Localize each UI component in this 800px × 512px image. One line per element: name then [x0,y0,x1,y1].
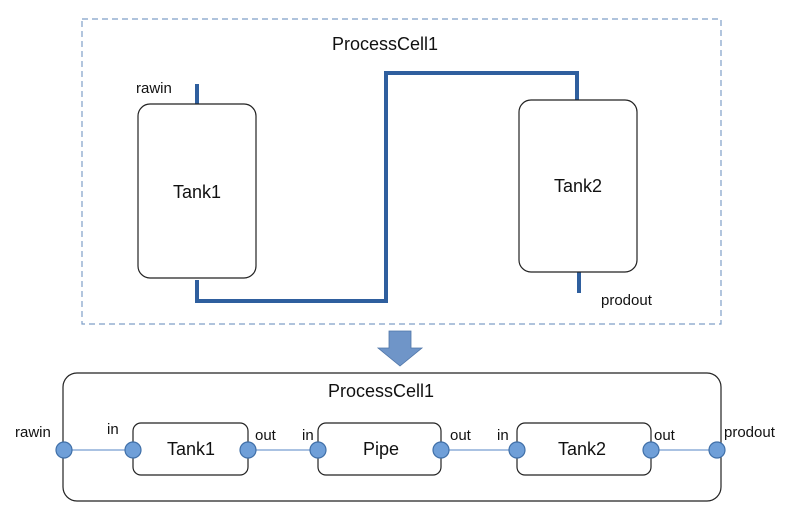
tank1-out-label: out [255,427,277,444]
pipe-out-label: out [450,427,472,444]
tank1-in-label: in [107,421,119,438]
tank2-in-port [508,441,526,459]
tank2-label: Tank2 [554,176,602,196]
pipe-in-label: in [302,427,314,444]
rawin-label: rawin [136,80,172,97]
prodout-port [708,441,726,459]
tank1-vessel [137,103,257,279]
prodout-port-label: prodout [724,424,776,441]
prodout-label: prodout [601,292,653,309]
tank2-vessel [518,99,638,273]
rawin-port-label: rawin [15,424,51,441]
tank2-out-port [642,441,660,459]
tank2-block-label: Tank2 [558,439,606,459]
pipe-line [195,71,579,303]
rawin-port [55,441,73,459]
tank2-out-label: out [654,427,676,444]
down-arrow-icon [376,330,424,367]
pipe-out-port [432,441,450,459]
tank1-out-port [239,441,257,459]
tank2-in-label: in [497,427,509,444]
bottom-title: ProcessCell1 [328,381,434,401]
tank1-block-label: Tank1 [167,439,215,459]
pipe-in-port [309,441,327,459]
pipe-block-label: Pipe [363,439,399,459]
tank1-label: Tank1 [173,182,221,202]
top-title: ProcessCell1 [332,34,438,54]
process-cell-boundary-dashed [81,18,722,325]
tank1-in-port [124,441,142,459]
